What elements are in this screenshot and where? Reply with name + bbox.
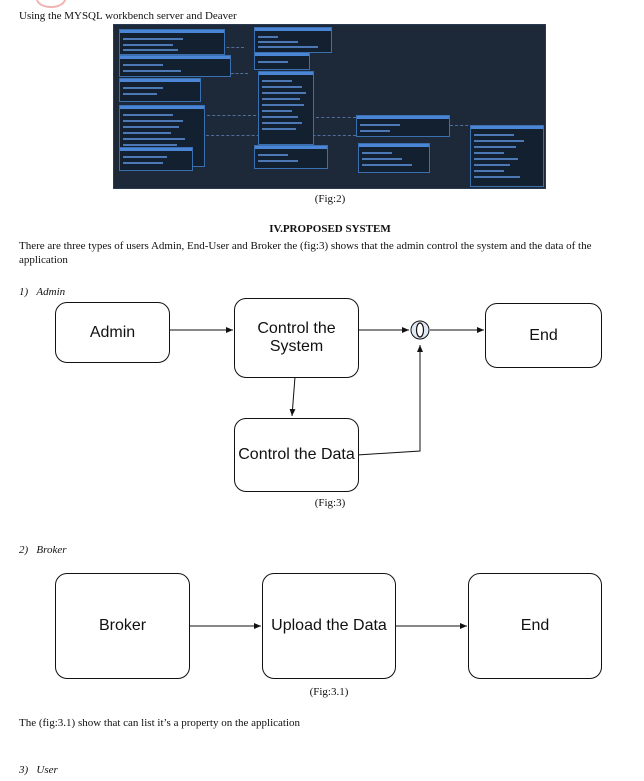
upload-data-node: Upload the Data — [262, 573, 396, 679]
control-system-node: Control the System — [234, 298, 359, 378]
schema-table — [119, 29, 225, 55]
section-heading: IV.PROPOSED SYSTEM — [269, 223, 391, 235]
schema-table — [258, 71, 314, 145]
intro-text: Using the MYSQL workbench server and Dea… — [19, 10, 237, 22]
schema-table — [254, 145, 328, 169]
arrow-system-to-data — [289, 376, 296, 417]
schema-table — [470, 125, 544, 187]
fig2-caption: (Fig:2) — [314, 193, 346, 205]
subsection-user: 3) User — [19, 763, 58, 777]
schema-table — [254, 52, 310, 70]
schema-table — [119, 147, 193, 171]
broker-paragraph: The (fig:3.1) show that can list it’s a … — [19, 717, 301, 729]
admin-node: Admin — [55, 302, 170, 363]
broker-node: Broker — [55, 573, 190, 679]
schema-table — [119, 78, 201, 102]
admin-end-node: End — [485, 303, 602, 368]
arrow-data-to-junction — [356, 345, 423, 456]
subsection-number: 2) — [19, 544, 29, 556]
control-data-node: Control the Data — [234, 418, 359, 492]
schema-table — [254, 27, 332, 53]
subsection-broker: 2) Broker — [19, 543, 67, 557]
section-paragraph: There are three types of users Admin, En… — [19, 240, 592, 266]
junction-node — [410, 320, 430, 340]
subsection-admin: 1) Admin — [19, 285, 65, 299]
fig3-caption: (Fig:3) — [314, 497, 346, 509]
fig31-caption: (Fig:3.1) — [309, 686, 349, 698]
subsection-number: 3) — [19, 764, 29, 776]
subsection-title: Admin — [36, 286, 66, 298]
subsection-number: 1) — [19, 286, 29, 298]
schema-table — [358, 143, 430, 173]
subsection-title: User — [36, 764, 58, 776]
subsection-title: Broker — [36, 544, 67, 556]
schema-table — [356, 115, 450, 137]
schema-table — [119, 55, 231, 77]
database-schema-screenshot — [113, 24, 546, 189]
broker-end-node: End — [468, 573, 602, 679]
